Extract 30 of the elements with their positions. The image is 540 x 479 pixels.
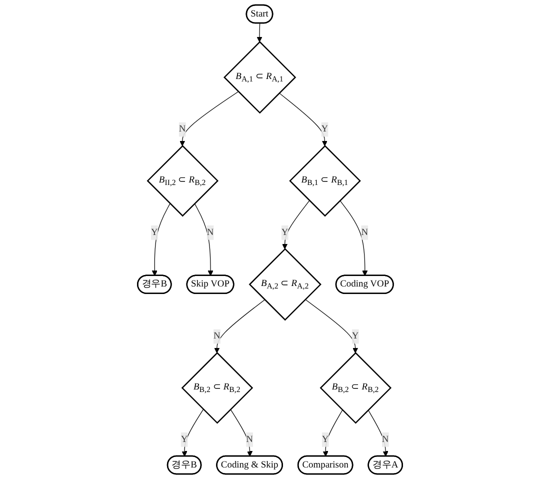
- edge-label: Y: [322, 434, 329, 444]
- edge-label: N: [178, 124, 186, 134]
- node-diamond: B$_{II,2}$ ⊂ R$_{B,2}$: [146, 144, 219, 217]
- edge-label: Y: [180, 434, 188, 444]
- arrow: [304, 299, 358, 354]
- node-diamond: B$_{B,2}$ ⊂ R$_{B,2}$: [320, 352, 392, 424]
- arrow: [322, 410, 343, 457]
- arrow: [340, 200, 368, 276]
- edge-label: N: [361, 227, 368, 238]
- arrow: [182, 409, 204, 457]
- edge-label: Y: [150, 227, 158, 238]
- edge-label: Y: [352, 331, 359, 342]
- edge-label: Y: [321, 124, 328, 134]
- edge-label: Y: [281, 227, 288, 238]
- edge-label: N: [246, 434, 253, 444]
- node-diamond: B$_{A,2}$ ⊂ R$_{A,2}$: [248, 248, 322, 321]
- edge-label: N: [206, 227, 214, 238]
- arrow: [282, 200, 310, 250]
- edge-label: N: [382, 434, 389, 444]
- node-diamond: B$_{B,1}$ ⊂ R$_{B,1}$: [289, 144, 361, 217]
- node-diamond: B$_{B,2}$ ⊂ R$_{B,2}$: [181, 352, 254, 424]
- arrow: [214, 299, 266, 354]
- edge-label: N: [213, 331, 220, 342]
- arrow: [194, 203, 214, 276]
- arrow: [278, 92, 328, 146]
- arrow: [180, 91, 239, 146]
- arrow: [230, 409, 253, 457]
- node-diamond: B$_{A,1}$ ⊂ R$_{A,1}$: [224, 41, 296, 114]
- arrow: [256, 23, 262, 42]
- arrow: [152, 203, 170, 276]
